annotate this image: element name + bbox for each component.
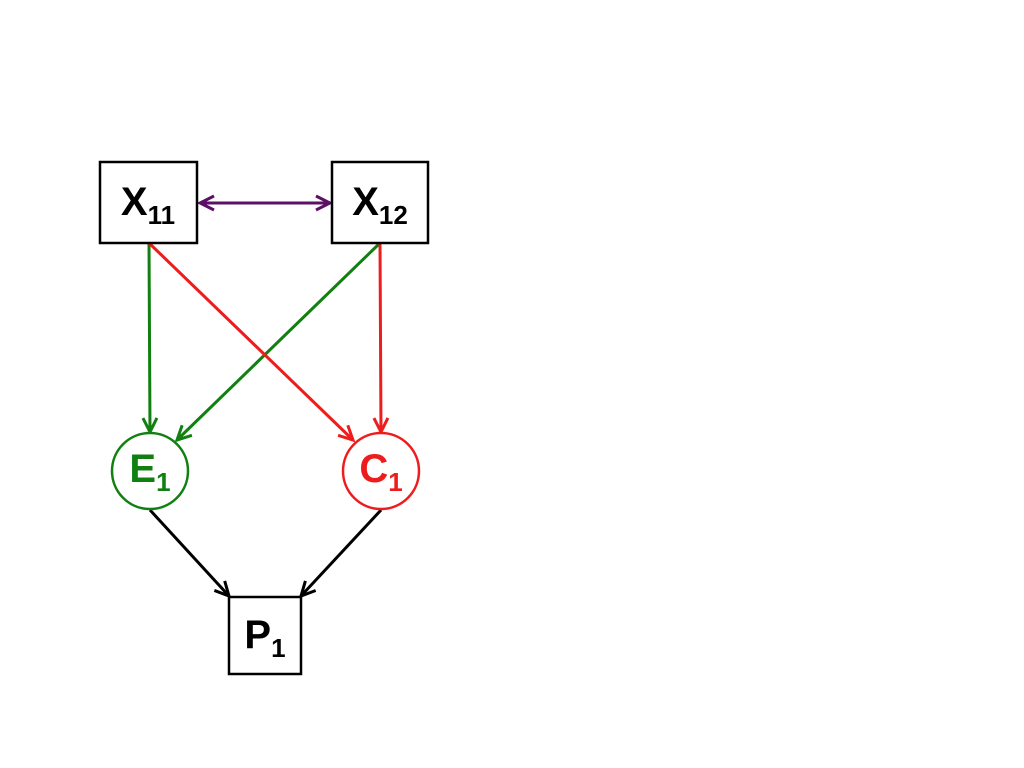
edge-x11-e1: [149, 242, 150, 432]
edge-x11-c1: [147, 241, 353, 440]
node-p1-label: P: [244, 613, 271, 657]
edge-x12-c1: [380, 242, 381, 432]
node-p1: P1: [227, 595, 303, 676]
node-x11-label: X: [121, 180, 148, 224]
node-c1-subscript: 1: [388, 467, 402, 497]
node-x12-label: X: [352, 180, 379, 224]
node-e1: E1: [110, 431, 190, 511]
node-c1: C1: [341, 431, 421, 511]
svg-text:C1: C1: [359, 447, 402, 497]
node-e1-label: E: [129, 447, 156, 491]
node-e1-subscript: 1: [156, 467, 170, 497]
edge-c1-p1: [301, 508, 383, 596]
node-x11: X11: [98, 160, 199, 245]
svg-text:P1: P1: [244, 613, 285, 663]
edge-e1-p1: [148, 508, 229, 596]
node-c1-label: C: [359, 447, 388, 491]
svg-text:X11: X11: [121, 180, 175, 230]
node-x12: X12: [330, 160, 430, 245]
svg-text:E1: E1: [129, 447, 170, 497]
edge-x12-e1: [177, 241, 382, 440]
svg-text:X12: X12: [352, 180, 408, 230]
node-p1-subscript: 1: [271, 633, 285, 663]
node-x12-subscript: 12: [379, 200, 408, 230]
node-x11-subscript: 11: [148, 200, 176, 230]
